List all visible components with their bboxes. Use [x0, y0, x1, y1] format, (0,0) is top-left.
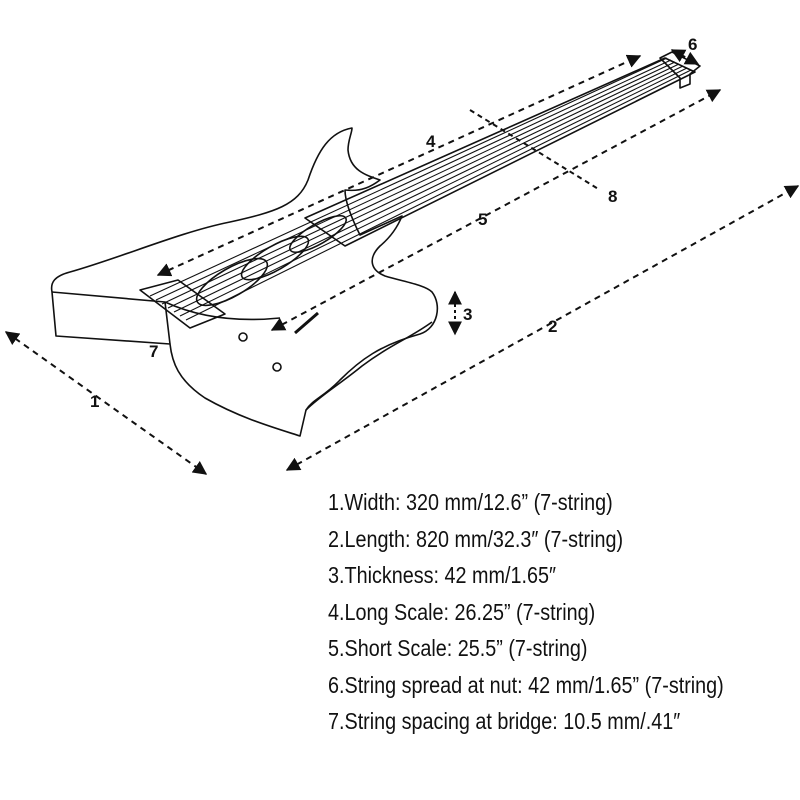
callout-3: 3 [463, 305, 472, 324]
pickup-neck [289, 215, 347, 253]
dimension-nut-spread [670, 49, 700, 65]
callout-2: 2 [548, 317, 557, 336]
spec-width: 1.Width: 320 mm/12.6” (7-string) [328, 489, 613, 515]
control-knob [272, 362, 282, 372]
pickup-switch [294, 311, 319, 335]
dimension-length [285, 185, 800, 471]
fretboard [304, 57, 696, 247]
control-knob [238, 332, 248, 342]
callout-5: 5 [478, 210, 487, 229]
spec-bridge-spacing: 7.String spacing at bridge: 10.5 mm/.41″ [328, 708, 681, 734]
bridge [139, 279, 226, 329]
callout-8: 8 [608, 187, 617, 206]
spec-nut-spread: 6.String spread at nut: 42 mm/1.65” (7-s… [328, 671, 724, 698]
spec-list: 1.Width: 320 mm/12.6” (7-string) 2.Lengt… [328, 484, 724, 740]
dimension-lines [4, 49, 800, 475]
dimension-long-scale [156, 54, 642, 277]
leader-line-8 [469, 109, 601, 191]
guitar-body-edge [51, 291, 281, 345]
spec-short-scale: 5.Short Scale: 25.5” (7-string) [328, 635, 588, 661]
callout-7: 7 [149, 342, 158, 361]
callout-6: 6 [688, 35, 697, 54]
spec-length: 2.Length: 820 mm/32.3″ (7-string) [328, 525, 624, 552]
callout-4: 4 [426, 132, 436, 151]
pickup-bridge [195, 257, 269, 307]
callout-1: 1 [90, 392, 99, 411]
spec-long-scale: 4.Long Scale: 26.25” (7-string) [328, 598, 596, 625]
spec-thickness: 3.Thickness: 42 mm/1.65″ [328, 562, 556, 588]
dimension-short-scale [270, 89, 722, 331]
dimension-width [4, 331, 208, 475]
